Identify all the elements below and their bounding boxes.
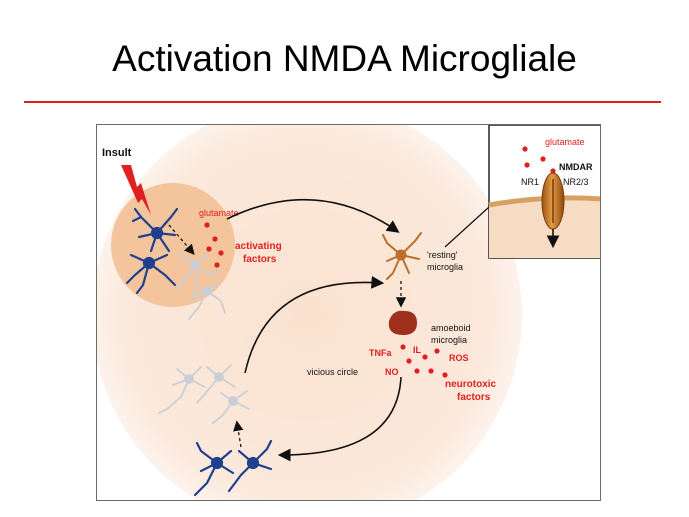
neuron-light-5 [212, 390, 250, 424]
vicious-circle-arrow-down [277, 376, 402, 462]
activating-factors-line2: factors [243, 254, 277, 265]
title-divider [24, 101, 661, 103]
activation-arrow [226, 198, 400, 233]
no-label: NO [385, 367, 399, 377]
neuron-light-4 [196, 364, 236, 404]
vicious-circle-label: vicious circle [307, 367, 358, 377]
microglia-diagram: Insult glutamate activating factors 'res… [97, 125, 600, 500]
neurotoxic-factors-line1: neurotoxic [445, 379, 497, 390]
il-label: IL [413, 345, 422, 355]
ros-label: ROS [449, 353, 469, 363]
amoeboid-microglia [388, 310, 417, 335]
degeneration-arrow-2 [233, 420, 244, 448]
neuron-dark-3 [193, 441, 235, 497]
amoeboid-microglia-label-1: amoeboid [431, 323, 471, 333]
nr1-label: NR1 [521, 177, 539, 187]
neurotoxic-factors-line2: factors [457, 392, 491, 403]
nmdar-label: NMDAR [559, 162, 593, 172]
insult-zone [111, 183, 235, 307]
vicious-circle-arrow-up [244, 275, 385, 374]
activating-factors-line1: activating [235, 241, 282, 252]
neuron-light-2 [188, 280, 226, 320]
nr23-label: NR2/3 [563, 177, 589, 187]
glutamate-dots [204, 222, 224, 268]
neuron-light-3 [158, 366, 206, 414]
glutamate-label: glutamate [199, 208, 239, 218]
tnfa-label: TNFa [369, 348, 392, 358]
inset-connector [444, 206, 490, 248]
neuron-dark-4 [227, 439, 273, 493]
amoeboid-microglia-label-2: microglia [431, 335, 467, 345]
neurotoxic-dots [400, 344, 448, 378]
neuron-light-1 [174, 254, 220, 302]
resting-microglia-label-2: microglia [427, 262, 463, 272]
neuron-dark-1 [131, 207, 179, 253]
degeneration-arrow [168, 224, 195, 255]
neuron-dark-2 [125, 253, 177, 295]
diagram-frame: Insult glutamate activating factors 'res… [96, 124, 601, 501]
background-glow [97, 125, 522, 500]
insult-label: Insult [102, 147, 132, 159]
slide-title: Activation NMDA Microgliale [112, 38, 577, 79]
nmdar-inset: glutamate NMDAR NR1 NR2/3 [488, 125, 600, 259]
lightning-bolt-icon [121, 165, 151, 215]
inset-glutamate-label: glutamate [545, 137, 585, 147]
resting-microglia-label-1: 'resting' [427, 250, 458, 260]
resting-microglia [382, 232, 422, 280]
